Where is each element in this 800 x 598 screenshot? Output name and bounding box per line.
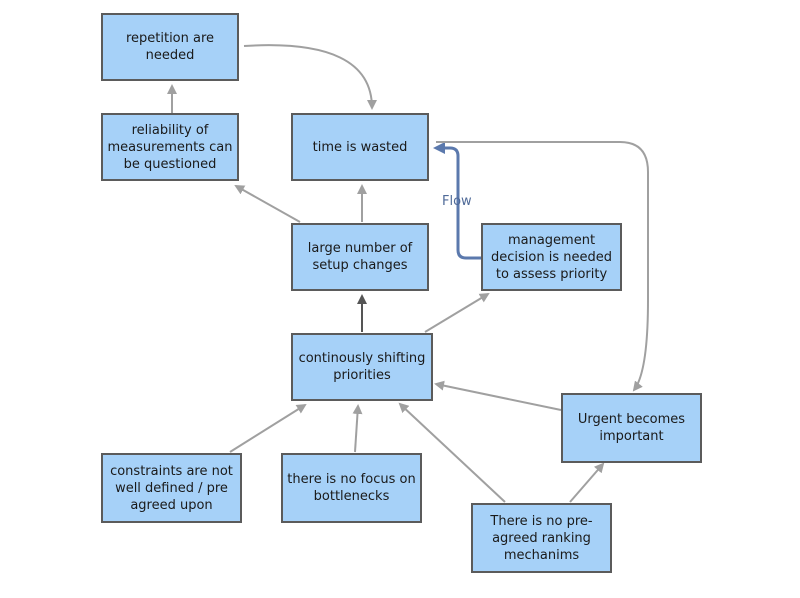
node-label: time is wasted: [312, 139, 408, 155]
node-constraints-not-defined[interactable]: constraints are not well defined / pre a…: [101, 453, 242, 523]
node-reliability-questioned[interactable]: reliability of measurements can be quest…: [101, 113, 239, 181]
edge-shifting-to-management: [424, 292, 490, 333]
node-no-ranking-mechanism[interactable]: There is no pre-agreed ranking mechanims: [471, 503, 612, 573]
node-setup-changes[interactable]: large number of setup changes: [291, 223, 429, 291]
node-label: management decision is needed to assess …: [491, 232, 612, 282]
edge-no-ranking-to-urgent: [569, 462, 605, 503]
edge-no-focus-to-shifting: [352, 404, 363, 453]
edge-setup-to-reliability: [234, 185, 301, 223]
node-label: constraints are not well defined / pre a…: [110, 463, 233, 513]
node-label: continously shifting priorities: [298, 351, 426, 383]
node-no-focus-bottlenecks[interactable]: there is no focus on bottlenecks: [281, 453, 422, 523]
node-label: There is no pre-agreed ranking mechanims: [490, 513, 593, 563]
flow-edge-label: Flow: [442, 194, 472, 209]
node-urgent-important[interactable]: Urgent becomes important: [561, 393, 702, 463]
node-time-wasted[interactable]: time is wasted: [291, 113, 429, 181]
node-label: reliability of measurements can be quest…: [107, 122, 233, 172]
node-label: there is no focus on bottlenecks: [287, 472, 416, 504]
node-repetition-needed[interactable]: repetition are needed: [101, 13, 239, 81]
node-label: repetition are needed: [125, 31, 215, 63]
edge-management-to-time-wasted-flow: [433, 142, 481, 260]
node-label: Urgent becomes important: [577, 412, 686, 444]
node-label: large number of setup changes: [307, 241, 413, 273]
node-shifting-priorities[interactable]: continously shifting priorities: [291, 333, 433, 401]
edge-no-ranking-to-shifting: [398, 402, 506, 503]
edge-repetition-to-time-wasted: [243, 44, 377, 110]
edge-urgent-to-shifting: [434, 380, 562, 411]
edge-time-wasted-to-urgent: [436, 141, 649, 392]
edge-constraints-to-shifting: [229, 403, 307, 453]
node-management-decision[interactable]: management decision is needed to assess …: [481, 223, 622, 291]
